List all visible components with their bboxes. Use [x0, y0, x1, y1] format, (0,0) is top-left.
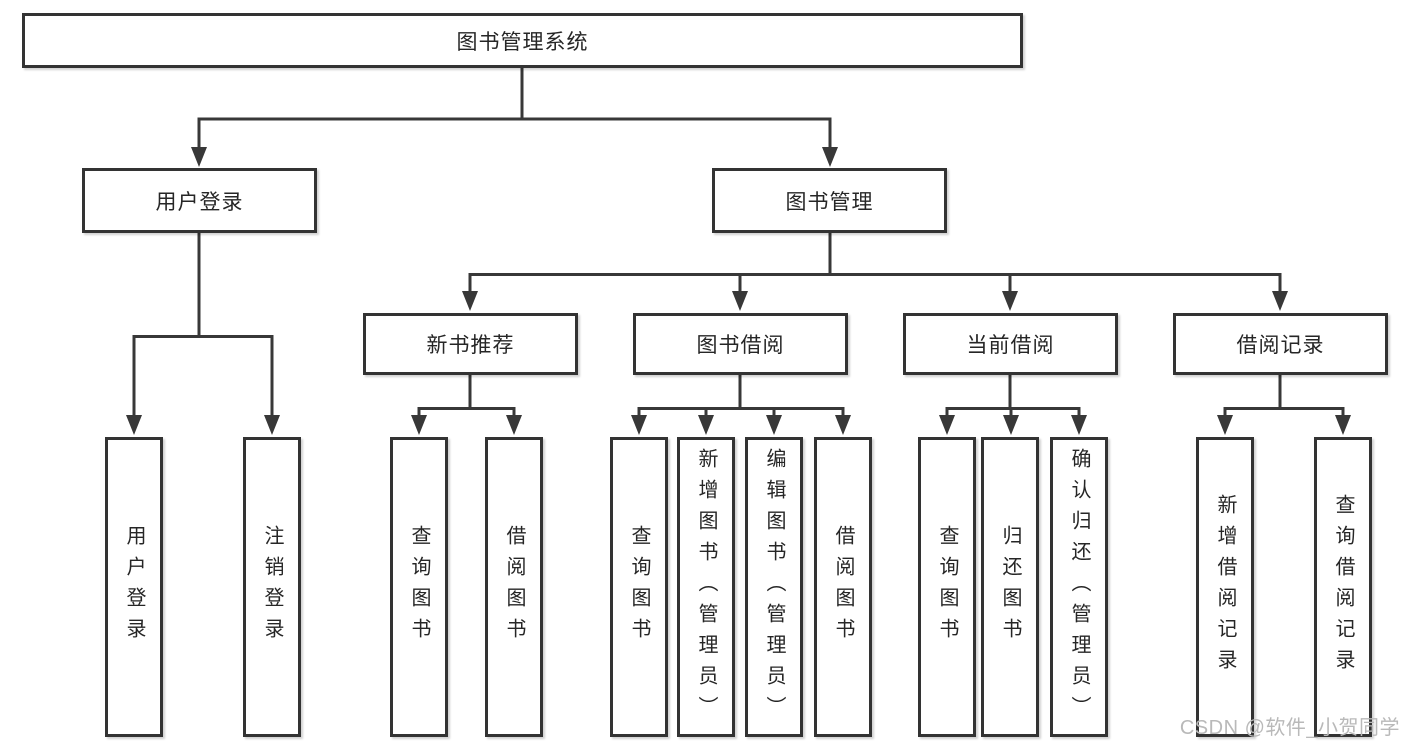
node-label: 查询图书 [936, 525, 958, 649]
leaf-user-login: 用户登录 [105, 437, 163, 737]
node-label: 图书管理 [785, 190, 874, 214]
node-label: 新增图书（管理员） [695, 447, 717, 727]
csdn-watermark: CSDN @软件_小贺同学 [1179, 717, 1400, 739]
leaf-current-confirm-return-admin: 确认归还（管理员） [1050, 437, 1108, 737]
leaf-borrow-edit-books-admin: 编辑图书（管理员） [745, 437, 803, 737]
leaf-records-query-borrow-record: 查询借阅记录 [1314, 437, 1372, 737]
node-label: 新书推荐 [426, 334, 515, 357]
node-label: 当前借阅 [966, 334, 1055, 357]
leaf-newbook-query-books: 查询图书 [390, 437, 448, 737]
node-label: 新增借阅记录 [1214, 494, 1236, 680]
node-label: 用户登录 [123, 525, 145, 649]
node-label: 查询借阅记录 [1332, 494, 1354, 680]
leaf-borrow-add-books-admin: 新增图书（管理员） [677, 437, 735, 737]
node-new-book-recommend: 新书推荐 [363, 313, 578, 375]
node-label: 图书借阅 [696, 334, 785, 357]
node-label: 查询图书 [408, 525, 430, 649]
connector-paths [132, 68, 1345, 418]
leaf-newbook-borrow-books: 借阅图书 [485, 437, 543, 737]
leaf-borrow-borrow-books: 借阅图书 [814, 437, 872, 737]
node-label: 编辑图书（管理员） [763, 447, 785, 727]
node-book-management: 图书管理 [712, 168, 947, 233]
arrowhead-icons [126, 147, 1351, 435]
node-label: 借阅图书 [503, 525, 525, 649]
leaf-records-add-borrow-record: 新增借阅记录 [1196, 437, 1254, 737]
node-label: 图书管理系统 [456, 30, 589, 54]
node-current-borrow: 当前借阅 [903, 313, 1118, 375]
node-system-root: 图书管理系统 [22, 13, 1023, 68]
node-label: 确认归还（管理员） [1068, 447, 1090, 727]
node-label: 借阅记录 [1236, 334, 1325, 357]
node-label: 借阅图书 [832, 525, 854, 649]
leaf-logout-login: 注销登录 [243, 437, 301, 737]
node-label: 归还图书 [999, 525, 1021, 649]
leaf-current-return-books: 归还图书 [981, 437, 1039, 737]
node-label: 查询图书 [628, 525, 650, 649]
node-label: 注销登录 [261, 525, 283, 649]
leaf-borrow-query-books: 查询图书 [610, 437, 668, 737]
node-user-login: 用户登录 [82, 168, 317, 233]
node-borrow-records: 借阅记录 [1173, 313, 1388, 375]
node-label: 用户登录 [155, 190, 244, 214]
node-book-borrow: 图书借阅 [633, 313, 848, 375]
leaf-current-query-books: 查询图书 [918, 437, 976, 737]
